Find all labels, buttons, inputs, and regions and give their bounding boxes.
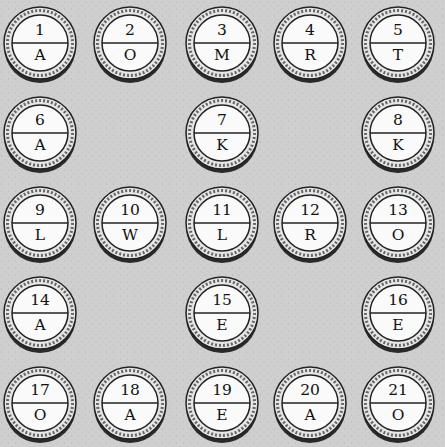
button-disc xyxy=(183,365,261,445)
button-disc xyxy=(183,275,261,355)
lettered-button: 3M xyxy=(183,5,261,85)
button-letter: L xyxy=(183,225,261,246)
button-number: 18 xyxy=(91,365,169,401)
lettered-button: 2O xyxy=(91,5,169,85)
button-letter: W xyxy=(91,225,169,246)
lettered-button: 13O xyxy=(359,185,437,265)
button-disc xyxy=(1,275,79,355)
button-number: 13 xyxy=(359,185,437,221)
button-letter: O xyxy=(359,225,437,246)
button-number: 3 xyxy=(183,5,261,41)
lettered-button: 11L xyxy=(183,185,261,265)
button-disc xyxy=(183,95,261,175)
button-letter: A xyxy=(1,45,79,66)
lettered-button: 7K xyxy=(183,95,261,175)
button-letter: L xyxy=(1,225,79,246)
lettered-button: 20A xyxy=(271,365,349,445)
lettered-button: 16E xyxy=(359,275,437,355)
button-letter: T xyxy=(359,45,437,66)
button-number: 15 xyxy=(183,275,261,311)
button-letter: O xyxy=(1,405,79,426)
button-letter: A xyxy=(271,405,349,426)
button-letter: E xyxy=(183,315,261,336)
lettered-button: 8K xyxy=(359,95,437,175)
button-disc xyxy=(271,365,349,445)
button-letter: M xyxy=(183,45,261,66)
button-number: 16 xyxy=(359,275,437,311)
lettered-button: 1A xyxy=(1,5,79,85)
button-number: 21 xyxy=(359,365,437,401)
button-letter: A xyxy=(1,315,79,336)
button-letter: E xyxy=(359,315,437,336)
button-disc xyxy=(1,365,79,445)
button-letter: R xyxy=(271,225,349,246)
button-disc xyxy=(271,185,349,265)
button-disc xyxy=(1,95,79,175)
lettered-button: 19E xyxy=(183,365,261,445)
lettered-button: 14A xyxy=(1,275,79,355)
lettered-button: 5T xyxy=(359,5,437,85)
button-number: 1 xyxy=(1,5,79,41)
button-disc xyxy=(183,5,261,85)
button-letter: E xyxy=(183,405,261,426)
button-number: 6 xyxy=(1,95,79,131)
button-letter: K xyxy=(183,135,261,156)
button-number: 8 xyxy=(359,95,437,131)
button-number: 14 xyxy=(1,275,79,311)
lettered-button: 10W xyxy=(91,185,169,265)
button-number: 19 xyxy=(183,365,261,401)
lettered-button: 18A xyxy=(91,365,169,445)
button-letter: R xyxy=(271,45,349,66)
button-disc xyxy=(183,185,261,265)
button-disc xyxy=(271,5,349,85)
lettered-button: 15E xyxy=(183,275,261,355)
button-disc xyxy=(1,185,79,265)
button-disc xyxy=(1,5,79,85)
button-letter: A xyxy=(91,405,169,426)
button-number: 9 xyxy=(1,185,79,221)
button-number: 17 xyxy=(1,365,79,401)
button-number: 4 xyxy=(271,5,349,41)
lettered-button: 4R xyxy=(271,5,349,85)
button-disc xyxy=(91,365,169,445)
lettered-button: 6A xyxy=(1,95,79,175)
button-disc xyxy=(91,5,169,85)
button-letter: A xyxy=(1,135,79,156)
button-number: 7 xyxy=(183,95,261,131)
lettered-button: 17O xyxy=(1,365,79,445)
button-number: 12 xyxy=(271,185,349,221)
button-number: 10 xyxy=(91,185,169,221)
button-number: 2 xyxy=(91,5,169,41)
button-letter: O xyxy=(359,405,437,426)
button-disc xyxy=(91,185,169,265)
lettered-button: 9L xyxy=(1,185,79,265)
button-disc xyxy=(359,5,437,85)
lettered-button: 12R xyxy=(271,185,349,265)
button-number: 11 xyxy=(183,185,261,221)
lettered-button: 21O xyxy=(359,365,437,445)
button-disc xyxy=(359,185,437,265)
button-disc xyxy=(359,365,437,445)
button-number: 20 xyxy=(271,365,349,401)
button-letter: K xyxy=(359,135,437,156)
button-disc xyxy=(359,275,437,355)
button-letter: O xyxy=(91,45,169,66)
button-disc xyxy=(359,95,437,175)
button-number: 5 xyxy=(359,5,437,41)
